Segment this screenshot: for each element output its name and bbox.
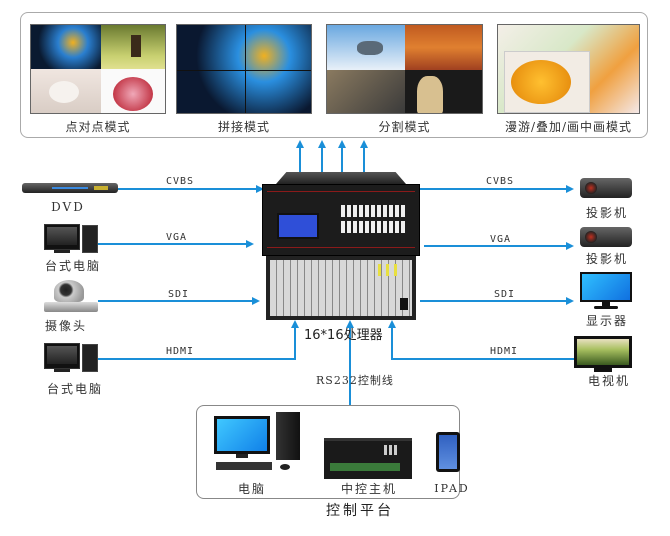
mode-point-to-point-image [30, 24, 166, 114]
button-matrix [341, 205, 405, 235]
input-signal-label: HDMI [166, 346, 195, 357]
lcd-screen-icon [277, 213, 319, 239]
rs232-label: RS232控制线 [316, 374, 394, 387]
input-line-hdmi [98, 320, 299, 360]
dvd-player-icon [22, 183, 118, 193]
output-device-label: 电视机 [587, 374, 630, 388]
mode-pip-label: 漫游/叠加/画中画模式 [504, 120, 633, 134]
input-signal-label: VGA [166, 232, 188, 243]
mode-splicing-label: 拼接模式 [217, 120, 270, 134]
output-device-label: 投影机 [585, 252, 628, 266]
central-control-host-icon [324, 438, 412, 479]
input-signal-label: SDI [168, 289, 190, 300]
output-device-label: 显示器 [585, 314, 628, 328]
output-device-label: 投影机 [585, 206, 628, 220]
output-signal-label: SDI [494, 289, 516, 300]
input-signal-label: CVBS [166, 176, 195, 187]
input-device-label: 台式电脑 [46, 382, 103, 396]
ipad-icon [436, 432, 460, 472]
mode-pip-image [497, 24, 640, 114]
output-signal-label: VGA [490, 234, 512, 245]
output-line-hdmi [388, 320, 574, 360]
projector-icon [580, 178, 632, 198]
control-platform-title: 控制平台 [326, 503, 394, 519]
processor-top-cover [276, 172, 406, 184]
mode-point-to-point-label: 点对点模式 [65, 120, 131, 134]
control-device-label: 中控主机 [340, 482, 397, 496]
processor-card-chassis [266, 256, 416, 320]
processor-control-unit [262, 184, 420, 256]
input-device-label: 台式电脑 [44, 259, 101, 273]
control-device-label: 电脑 [237, 482, 266, 496]
mode-split-image [326, 24, 483, 114]
control-device-label: IPAD [434, 482, 470, 495]
output-signal-label: CVBS [486, 176, 515, 187]
mode-split-label: 分割模式 [378, 120, 431, 134]
input-device-label: DVD [51, 200, 85, 214]
output-signal-label: HDMI [490, 346, 519, 357]
mode-splicing-image [176, 24, 312, 114]
projector-icon [580, 227, 632, 247]
input-device-label: 摄像头 [44, 319, 87, 333]
processor-label: 16*16处理器 [304, 328, 383, 343]
display-modes-panel [20, 12, 648, 138]
